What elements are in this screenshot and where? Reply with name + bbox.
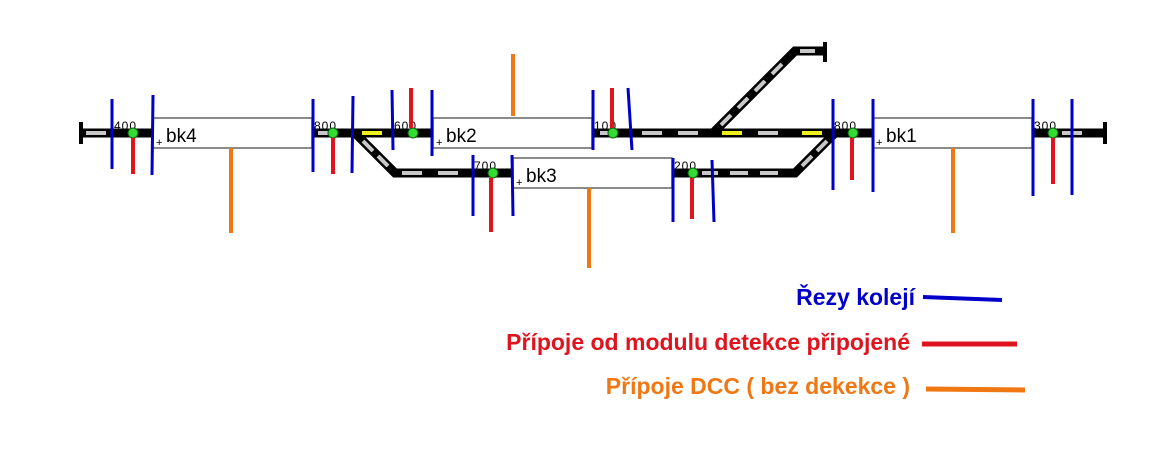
legend-swatch-cuts bbox=[922, 295, 1003, 302]
block-label: bk3 bbox=[526, 166, 557, 187]
track-cut bbox=[710, 159, 716, 223]
block-bk1[interactable]: + bk1 bbox=[872, 117, 1033, 149]
track-cuts bbox=[110, 87, 1074, 223]
legend: Řezy kolejí Přípoje od modulu detekce př… bbox=[506, 283, 1026, 399]
legend-label-dcc: Přípoje DCC ( bez dekekce ) bbox=[606, 373, 910, 399]
detection-connections bbox=[131, 88, 1055, 232]
signal-light[interactable] bbox=[487, 167, 499, 179]
track-segments bbox=[86, 49, 1082, 175]
signal-light[interactable] bbox=[1047, 127, 1059, 139]
track-cut bbox=[350, 95, 355, 174]
legend-label-cuts: Řezy kolejí bbox=[796, 283, 916, 310]
block-marker: + bbox=[876, 137, 882, 149]
signal-light[interactable] bbox=[407, 127, 419, 139]
legend-item-detection: Přípoje od modulu detekce připojené bbox=[506, 329, 1017, 355]
signal-light[interactable] bbox=[687, 167, 699, 179]
block-label: bk1 bbox=[886, 126, 917, 147]
signal-light[interactable] bbox=[327, 127, 339, 139]
track-cut bbox=[390, 89, 395, 151]
block-box bbox=[872, 117, 1033, 149]
legend-label-detection: Přípoje od modulu detekce připojené bbox=[506, 329, 910, 355]
block-marker: + bbox=[156, 137, 162, 149]
signal-light[interactable] bbox=[607, 127, 619, 139]
spur-track bbox=[709, 46, 825, 137]
legend-item-cuts: Řezy kolejí bbox=[796, 283, 1003, 310]
segment-mark bbox=[736, 96, 750, 110]
block-marker: + bbox=[516, 177, 522, 189]
block-bk2[interactable]: + bk2 bbox=[432, 117, 593, 149]
block-label: bk4 bbox=[166, 126, 197, 147]
legend-swatch-dcc bbox=[925, 386, 1026, 393]
dcc-connections bbox=[229, 54, 955, 268]
segment-mark bbox=[376, 154, 390, 168]
segment-mark bbox=[770, 62, 784, 76]
segment-mark bbox=[800, 154, 814, 168]
segment-mark bbox=[815, 139, 829, 153]
block-label: bk2 bbox=[446, 126, 477, 147]
segment-mark bbox=[753, 79, 767, 93]
block-marker: + bbox=[436, 137, 442, 149]
track-cut bbox=[626, 87, 634, 151]
track-cut bbox=[510, 154, 515, 217]
signal-light[interactable] bbox=[127, 127, 139, 139]
signal-lights bbox=[127, 127, 1059, 179]
legend-item-dcc: Přípoje DCC ( bez dekekce ) bbox=[606, 373, 1026, 399]
segment-mark bbox=[719, 113, 733, 127]
signal-light[interactable] bbox=[847, 127, 859, 139]
track-cut bbox=[150, 94, 155, 176]
segment-mark bbox=[361, 139, 375, 153]
block-bk4[interactable]: + bk4 bbox=[152, 117, 313, 149]
block-bk3[interactable]: + bk3 bbox=[512, 157, 673, 189]
